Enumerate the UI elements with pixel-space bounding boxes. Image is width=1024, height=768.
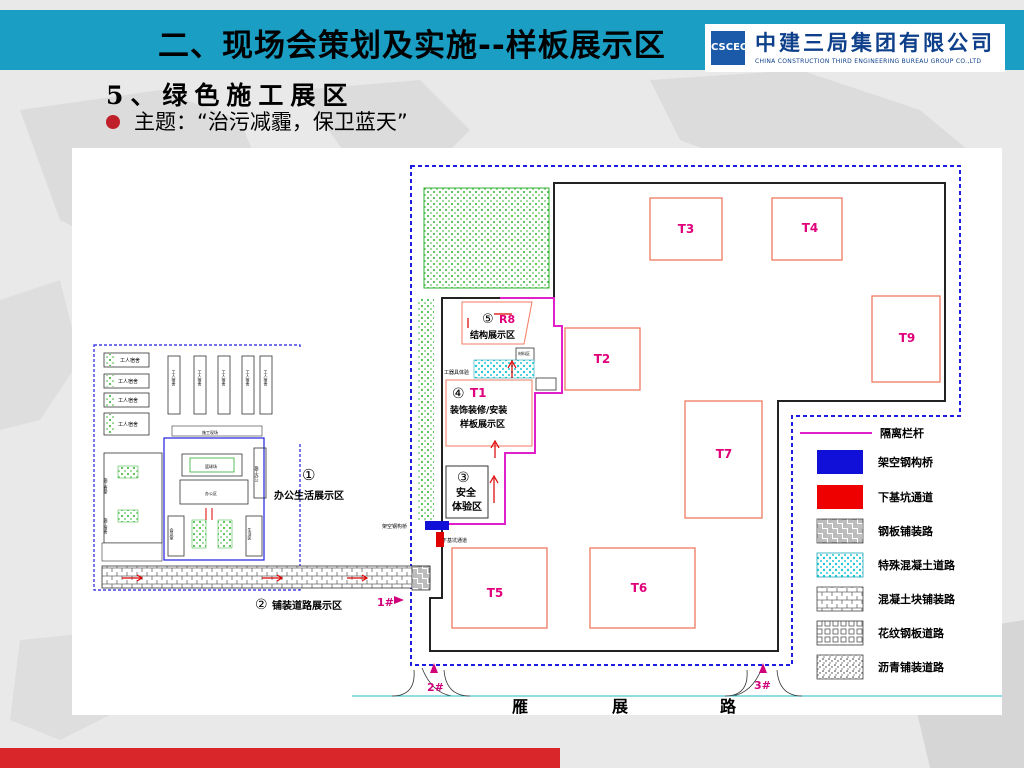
vertical-dorm-3: 工人宿舍 bbox=[222, 370, 227, 387]
vertical-dorm-4: 工人宿舍 bbox=[246, 370, 251, 387]
theme-text: 主题：“治污减霾，保卫蓝天” bbox=[134, 110, 408, 134]
legend-asphalt: 沥青铺装道路 bbox=[878, 660, 945, 674]
block-label-2: 施工宿舍 bbox=[104, 517, 109, 535]
dorm-label-4: 工人宿舍 bbox=[118, 421, 138, 428]
footer-accent-bar bbox=[0, 748, 560, 768]
block-label-1: 施工食堂 bbox=[104, 477, 109, 494]
work-tool-label: 工器具体验 bbox=[444, 369, 469, 376]
site-plan: T3 T4 T9 T2 T7 T5 T6 ⑤ R8 结构展示区 材料区 工器具体… bbox=[72, 148, 1002, 715]
legend-pattern-steel: 花纹钢板道路 bbox=[878, 626, 945, 640]
company-name-en: CHINA CONSTRUCTION THIRD ENGINEERING BUR… bbox=[755, 58, 982, 65]
road-char-1: 雁 bbox=[512, 697, 528, 715]
legend-special-concrete: 特殊混凝土道路 bbox=[878, 558, 956, 572]
zone3-label-line2: 体验区 bbox=[452, 500, 482, 513]
bottom-block-label-1: 会议室 bbox=[170, 527, 175, 540]
dorm-label-2: 工人宿舍 bbox=[118, 378, 138, 385]
zone2-label: 铺装道路展示区 bbox=[272, 599, 342, 612]
building-t3: T3 bbox=[678, 222, 695, 236]
legend-concrete-block: 混凝土块铺装路 bbox=[878, 592, 956, 606]
road-char-3: 路 bbox=[720, 697, 737, 715]
page-title: 二、现场会策划及实施--样板展示区 bbox=[158, 28, 666, 64]
bridge-small-label: 架空钢构桥 bbox=[382, 523, 407, 530]
road-char-2: 展 bbox=[612, 697, 629, 715]
building-t9: T9 bbox=[899, 331, 916, 345]
court-label: 篮球场 bbox=[205, 463, 217, 469]
bullet-icon bbox=[106, 115, 120, 129]
dorm-label-3: 工人宿舍 bbox=[118, 397, 138, 404]
vertical-dorm-2: 工人宿舍 bbox=[198, 370, 203, 387]
pit-small-label: 下基坑通道 bbox=[442, 537, 467, 544]
zone4-label-line1: 装饰装修/安装 bbox=[449, 404, 508, 416]
gate-1-label: 1# bbox=[377, 596, 394, 609]
zone5-number: ⑤ bbox=[482, 312, 494, 327]
zone5-code: R8 bbox=[499, 313, 515, 326]
company-name: 中建三局集团有限公司 bbox=[755, 30, 995, 55]
building-t5: T5 bbox=[487, 586, 504, 600]
zone4-label-line2: 样板展示区 bbox=[460, 418, 505, 430]
building-t6: T6 bbox=[631, 581, 648, 595]
gate-3-label: 3# bbox=[754, 679, 771, 692]
legend-fence: 隔离栏杆 bbox=[880, 426, 924, 440]
zone3-number: ③ bbox=[457, 470, 470, 486]
zone2-number: ② bbox=[255, 597, 268, 613]
zone1-number: ① bbox=[302, 466, 315, 484]
legend-steel-plate: 钢板铺装路 bbox=[878, 524, 934, 538]
section-title: 5、绿色施工展区 bbox=[106, 81, 355, 110]
gate-2-label: 2# bbox=[427, 681, 444, 694]
legend: 隔离栏杆 架空钢构桥 下基坑通道 钢板铺装路 特殊混凝土道路 混凝土块铺装路 花… bbox=[800, 426, 956, 680]
zone4-number: ④ bbox=[452, 386, 465, 402]
zone1-label: 办公生活展示区 bbox=[274, 489, 344, 502]
vertical-dorm-1: 工人宿舍 bbox=[172, 370, 177, 387]
legend-pit: 下基坑通道 bbox=[878, 490, 933, 504]
zone3-label-line1: 安全 bbox=[456, 486, 477, 499]
bottom-block-label-2: 生活区 bbox=[248, 527, 253, 540]
header-bar: 二、现场会策划及实施--样板展示区 CSCEC 中建三局集团有限公司 CHINA… bbox=[0, 10, 1024, 72]
small-tower-label: 材料区 bbox=[518, 350, 530, 356]
top-bar-label: 施工现场 bbox=[202, 429, 218, 435]
legend-bridge: 架空钢构桥 bbox=[877, 455, 934, 469]
zone4-code: T1 bbox=[470, 386, 487, 400]
vertical-dorm-5: 工人宿舍 bbox=[264, 370, 269, 387]
building-t4: T4 bbox=[802, 221, 819, 235]
dorm-label-1: 工人宿舍 bbox=[120, 357, 140, 364]
office-label: 办公区 bbox=[205, 490, 217, 496]
right-block-label: 施工办公 bbox=[255, 465, 260, 482]
building-t2: T2 bbox=[594, 352, 611, 366]
company-logo-mark: CSCEC bbox=[711, 31, 747, 65]
company-logo: CSCEC 中建三局集团有限公司 CHINA CONSTRUCTION THIR… bbox=[705, 24, 1005, 72]
zone5-label: 结构展示区 bbox=[470, 329, 515, 341]
building-t7: T7 bbox=[716, 447, 733, 461]
